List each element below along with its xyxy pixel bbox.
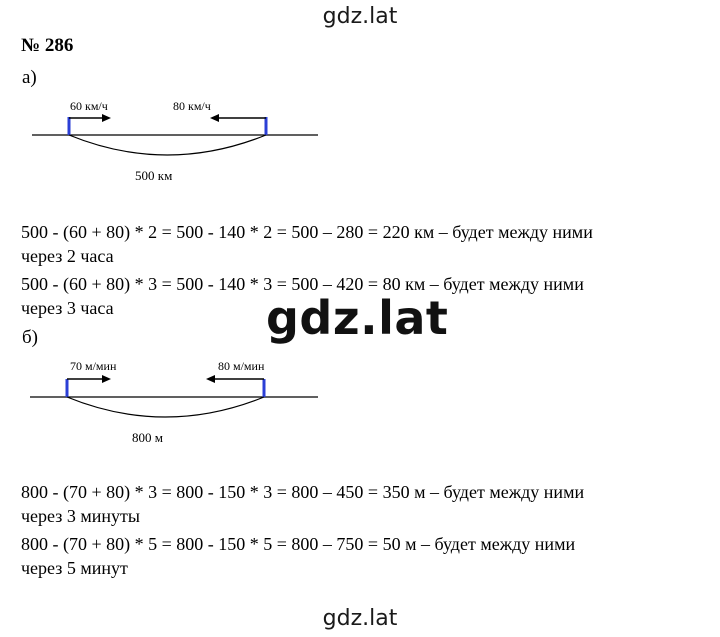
speed-label-left-b: 70 м/мин xyxy=(70,359,117,373)
equation-a-2-tail: через 3 часа xyxy=(21,298,114,318)
distance-arc-b xyxy=(66,396,265,418)
equation-b-2-expr: 800 - (70 + 80) * 5 = 800 - 150 * 5 = 80… xyxy=(21,534,576,554)
diagram-part-a: 60 км/ч 80 км/ч 500 км xyxy=(32,99,318,183)
distance-label-b: 800 м xyxy=(132,430,163,445)
equation-b-2: 800 - (70 + 80) * 5 = 800 - 150 * 5 = 80… xyxy=(21,532,701,580)
equation-a-2: 500 - (60 + 80) * 3 = 500 - 140 * 3 = 50… xyxy=(21,272,701,320)
arrow-right-head-b xyxy=(102,375,111,383)
problem-title: № 286 xyxy=(21,35,74,56)
part-a-label: а) xyxy=(22,67,37,88)
diagram-part-b: 70 м/мин 80 м/мин 800 м xyxy=(30,359,318,445)
distance-label-a: 500 км xyxy=(135,168,172,183)
equation-a-2-expr: 500 - (60 + 80) * 3 = 500 - 140 * 3 = 50… xyxy=(21,274,584,294)
equation-a-1: 500 - (60 + 80) * 2 = 500 - 140 * 2 = 50… xyxy=(21,220,701,268)
part-b-label: б) xyxy=(22,327,38,348)
speed-label-right-a: 80 км/ч xyxy=(173,99,211,113)
equation-b-1-tail: через 3 минуты xyxy=(21,506,140,526)
watermark-top: gdz.lat xyxy=(322,4,398,29)
distance-arc-a xyxy=(68,134,267,156)
speed-label-right-b: 80 м/мин xyxy=(218,359,265,373)
arrow-right-head-a xyxy=(102,114,111,122)
watermark-bottom: gdz.lat xyxy=(322,606,398,631)
watermark-middle: gdz.lat xyxy=(266,291,449,345)
equation-b-1-expr: 800 - (70 + 80) * 3 = 800 - 150 * 3 = 80… xyxy=(21,482,585,502)
speed-label-left-a: 60 км/ч xyxy=(70,99,108,113)
equation-b-2-tail: через 5 минут xyxy=(21,558,128,578)
arrow-left-head-a xyxy=(210,114,219,122)
arrow-left-head-b xyxy=(206,375,215,383)
equation-a-1-tail: через 2 часа xyxy=(21,246,114,266)
equation-b-1: 800 - (70 + 80) * 3 = 800 - 150 * 3 = 80… xyxy=(21,480,701,528)
equation-a-1-expr: 500 - (60 + 80) * 2 = 500 - 140 * 2 = 50… xyxy=(21,222,593,242)
